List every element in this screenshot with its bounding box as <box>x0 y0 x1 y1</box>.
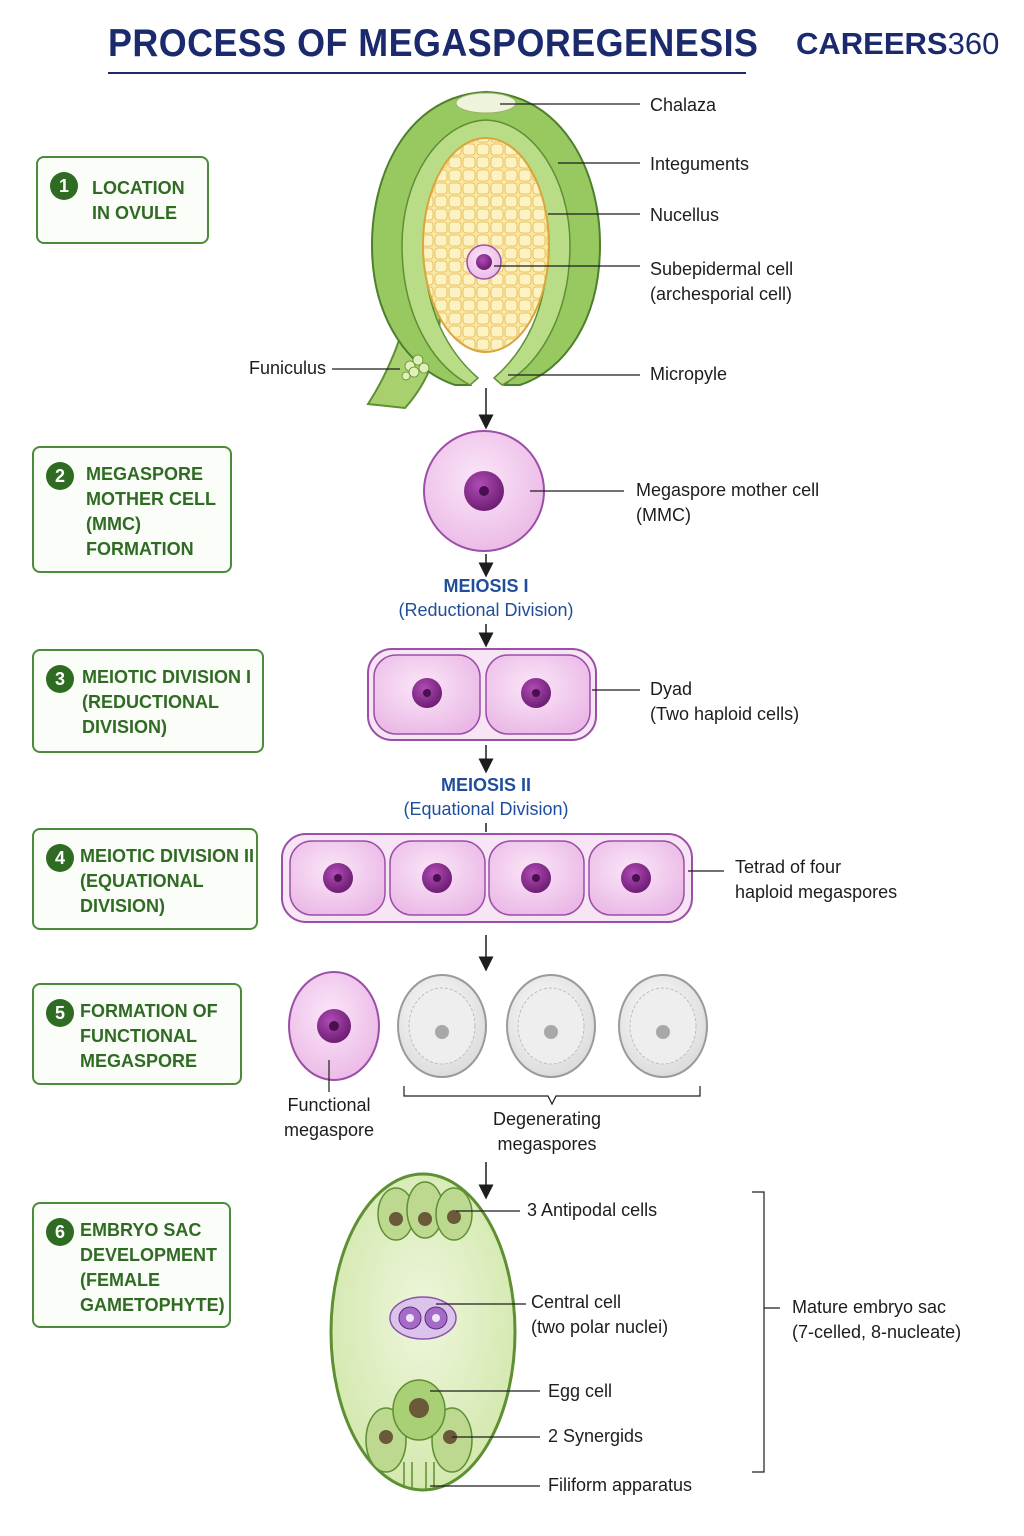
label-functional-megaspore: Functional megaspore <box>283 1095 375 1140</box>
step-label-1: LOCATION IN OVULE <box>92 178 185 223</box>
meiosis-ii-subtitle: (Equational Division) <box>403 799 569 819</box>
archesporial-nucleus <box>476 254 492 270</box>
step-box-6: 6 EMBRYO SAC DEVELOPMENT (FEMALE GAMETOP… <box>32 1202 231 1328</box>
brand-logo-bold: CAREERS <box>796 26 948 61</box>
meiosis-i-subtitle: (Reductional Division) <box>398 600 574 620</box>
step-number-4: 4 <box>46 844 74 872</box>
label-chalaza: Chalaza <box>650 95 717 115</box>
step-number-1: 1 <box>50 172 78 200</box>
meiosis-i-title: MEIOSIS I <box>443 576 529 596</box>
funiculus-tissue <box>401 354 430 381</box>
label-synergids: 2 Synergids <box>548 1426 644 1446</box>
step-number-3: 3 <box>46 665 74 693</box>
step-label-5: FORMATION OF FUNCTIONAL MEGASPORE <box>80 1001 218 1071</box>
step-number-5: 5 <box>46 999 74 1027</box>
degenerating-megaspore-3 <box>618 974 708 1078</box>
label-tetrad: Tetrad of four haploid megaspores <box>735 857 898 902</box>
degenerating-megaspores <box>397 974 708 1078</box>
title-underline <box>108 72 746 74</box>
step-number-6: 6 <box>46 1218 74 1246</box>
label-dyad: Dyad (Two haploid cells) <box>650 679 800 724</box>
brand-logo-number: 360 <box>947 26 1000 61</box>
polar-nuclei <box>389 1296 457 1340</box>
brand-logo: CAREERS360 <box>796 26 999 62</box>
label-mmc: Megaspore mother cell (MMC) <box>636 480 820 525</box>
label-mature-embryo-sac: Mature embryo sac (7-celled, 8-nucleate) <box>792 1297 962 1342</box>
label-nucellus: Nucellus <box>650 205 720 225</box>
label-subepidermal-cell: Subepidermal cell (archesporial cell) <box>650 259 794 304</box>
step-box-5: 5 FORMATION OF FUNCTIONAL MEGASPORE <box>32 983 242 1085</box>
label-micropyle: Micropyle <box>650 364 728 384</box>
embryo-sac <box>329 1172 517 1492</box>
mmc-nucleolus <box>479 486 489 496</box>
label-integuments: Integuments <box>650 154 750 174</box>
step-label-4: MEIOTIC DIVISION II (EQUATIONAL DIVISION… <box>80 846 255 916</box>
degenerating-megaspore-1 <box>397 974 487 1078</box>
label-egg-cell: Egg cell <box>548 1381 613 1401</box>
step-box-2: 2 MEGASPORE MOTHER CELL (MMC) FORMATION <box>32 446 232 573</box>
label-filiform-apparatus: Filiform apparatus <box>548 1475 693 1495</box>
step-label-3: MEIOTIC DIVISION I (REDUCTIONAL DIVISION… <box>82 667 252 737</box>
label-funiculus: Funiculus <box>249 358 327 378</box>
chalaza <box>455 92 517 114</box>
meiosis-i-heading: MEIOSIS I (Reductional Division) <box>356 574 616 622</box>
step-number-2: 2 <box>46 462 74 490</box>
page-title: PROCESS OF MEGASPOREGENESIS <box>108 22 759 65</box>
step-label-2: MEGASPORE MOTHER CELL (MMC) FORMATION <box>86 464 216 559</box>
step-label-6: EMBRYO SAC DEVELOPMENT (FEMALE GAMETOPHY… <box>80 1220 225 1315</box>
label-antipodal-cells: 3 Antipodal cells <box>527 1200 658 1220</box>
step-box-3: 3 MEIOTIC DIVISION I (REDUCTIONAL DIVISI… <box>32 649 264 753</box>
label-central-cell: Central cell (two polar nuclei) <box>531 1292 669 1337</box>
mature-bracket <box>752 1191 780 1473</box>
filiform-apparatus <box>403 1462 435 1490</box>
meiosis-ii-title: MEIOSIS II <box>440 775 532 795</box>
step-box-4: 4 MEIOTIC DIVISION II (EQUATIONAL DIVISI… <box>32 828 258 930</box>
meiosis-ii-heading: MEIOSIS II (Equational Division) <box>356 773 616 821</box>
step-box-1: 1 LOCATION IN OVULE <box>36 156 209 244</box>
antipodal-cells <box>377 1181 473 1241</box>
ovule-illustration <box>366 90 602 410</box>
label-degenerating-megaspores: Degenerating megaspores <box>492 1109 602 1154</box>
degenerating-megaspore-2 <box>506 974 596 1078</box>
degenerating-bracket <box>403 1086 701 1106</box>
